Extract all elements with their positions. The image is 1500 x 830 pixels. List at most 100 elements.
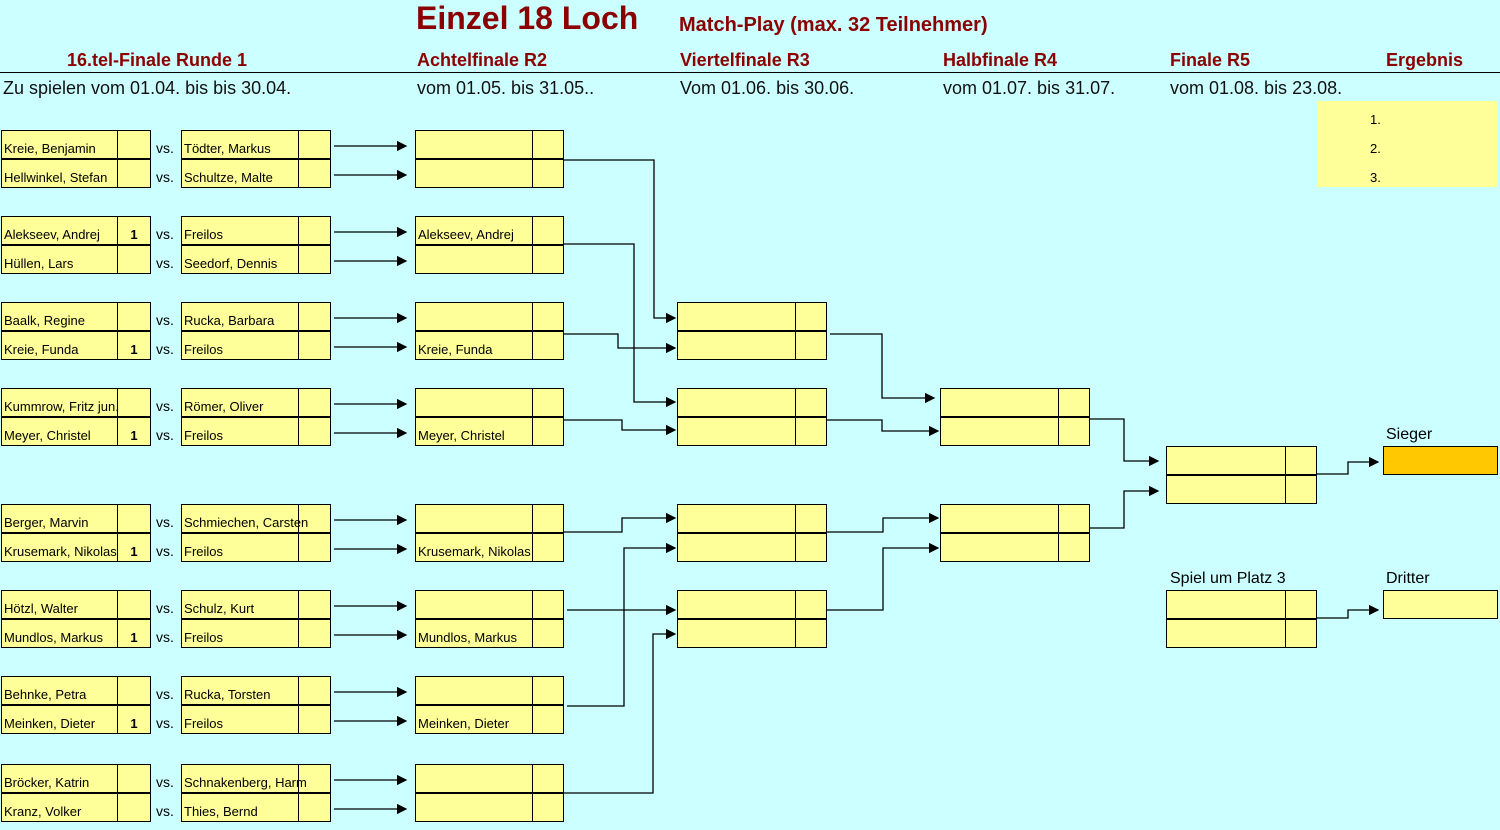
round2-slot-score[interactable] [532,793,564,822]
round3-slot-name[interactable] [677,533,796,562]
round2-slot-score[interactable] [532,159,564,188]
round4-slot-score[interactable] [1058,388,1090,417]
round2-slot-score[interactable] [532,130,564,159]
player2-score[interactable] [298,793,331,822]
player2-name[interactable]: Freilos [181,417,299,446]
round3-slot-score[interactable] [795,619,827,648]
player1-score[interactable] [117,764,151,793]
round3-slot-name[interactable] [677,619,796,648]
round4-slot-name[interactable] [940,504,1059,533]
final-slot-score[interactable] [1285,475,1317,504]
round3-slot-score[interactable] [795,331,827,360]
round3-slot-score[interactable] [795,504,827,533]
player1-name[interactable]: Kranz, Volker [1,793,118,822]
player2-name[interactable]: Schultze, Malte [181,159,299,188]
third-cell[interactable] [1383,590,1498,619]
round3-slot-score[interactable] [795,417,827,446]
player1-name[interactable]: Meinken, Dieter [1,705,118,734]
round3-slot-name[interactable] [677,417,796,446]
player2-name[interactable]: Tödter, Markus [181,130,299,159]
player2-name[interactable]: Schnakenberg, Harm [181,764,307,793]
player1-name[interactable]: Baalk, Regine [1,302,118,331]
player2-score[interactable] [298,705,331,734]
player2-score[interactable] [298,764,331,793]
round2-slot-name[interactable]: Meyer, Christel [415,417,533,446]
player1-score[interactable]: 1 [117,619,151,648]
round4-slot-name[interactable] [940,417,1059,446]
player2-name[interactable]: Rucka, Barbara [181,302,299,331]
round3-slot-score[interactable] [795,388,827,417]
player1-name[interactable]: Krusemark, Nikolas [1,533,118,562]
final-slot-score[interactable] [1285,446,1317,475]
round2-slot-score[interactable] [532,590,564,619]
round2-slot-score[interactable] [532,619,564,648]
round2-slot-score[interactable] [532,504,564,533]
player1-score[interactable] [117,130,151,159]
round2-slot-name[interactable] [415,245,533,274]
player2-name[interactable]: Thies, Bernd [181,793,299,822]
player2-name[interactable]: Freilos [181,533,299,562]
player1-score[interactable]: 1 [117,331,151,360]
third-place-slot-score[interactable] [1285,619,1317,648]
player2-name[interactable]: Freilos [181,331,299,360]
round2-slot-score[interactable] [532,533,564,562]
player1-score[interactable] [117,302,151,331]
player1-score[interactable] [117,388,151,417]
player1-name[interactable]: Bröcker, Katrin [1,764,118,793]
round4-slot-name[interactable] [940,533,1059,562]
player1-name[interactable]: Kummrow, Fritz jun. [1,388,119,417]
round2-slot-score[interactable] [532,705,564,734]
player2-score[interactable] [298,676,331,705]
round4-slot-score[interactable] [1058,504,1090,533]
round2-slot-name[interactable] [415,764,533,793]
round2-slot-score[interactable] [532,676,564,705]
player1-name[interactable]: Behnke, Petra [1,676,118,705]
round2-slot-name[interactable] [415,130,533,159]
player2-name[interactable]: Seedorf, Dennis [181,245,299,274]
player1-name[interactable]: Hötzl, Walter [1,590,118,619]
player2-score[interactable] [298,245,331,274]
round3-slot-name[interactable] [677,302,796,331]
player2-score[interactable] [298,388,331,417]
round3-slot-name[interactable] [677,504,796,533]
round2-slot-name[interactable] [415,504,533,533]
player1-name[interactable]: Meyer, Christel [1,417,118,446]
player1-score[interactable]: 1 [117,533,151,562]
player1-name[interactable]: Kreie, Funda [1,331,118,360]
round3-slot-score[interactable] [795,590,827,619]
round2-slot-name[interactable]: Alekseev, Andrej [415,216,533,245]
player1-score[interactable] [117,245,151,274]
round2-slot-score[interactable] [532,764,564,793]
player1-name[interactable]: Mundlos, Markus [1,619,118,648]
player1-name[interactable]: Berger, Marvin [1,504,118,533]
player1-score[interactable] [117,676,151,705]
round3-slot-score[interactable] [795,533,827,562]
round2-slot-name[interactable]: Kreie, Funda [415,331,533,360]
round2-slot-score[interactable] [532,216,564,245]
final-slot-name[interactable] [1166,475,1286,504]
player2-score[interactable] [298,504,331,533]
round2-slot-score[interactable] [532,302,564,331]
round2-slot-name[interactable]: Mundlos, Markus [415,619,533,648]
player2-name[interactable]: Freilos [181,216,299,245]
round2-slot-name[interactable] [415,590,533,619]
round2-slot-name[interactable] [415,302,533,331]
player2-score[interactable] [298,159,331,188]
round3-slot-score[interactable] [795,302,827,331]
player2-score[interactable] [298,302,331,331]
final-slot-name[interactable] [1166,446,1286,475]
player2-score[interactable] [298,331,331,360]
round2-slot-score[interactable] [532,331,564,360]
third-place-slot-name[interactable] [1166,619,1286,648]
player1-name[interactable]: Hellwinkel, Stefan [1,159,118,188]
player2-score[interactable] [298,590,331,619]
player1-name[interactable]: Hüllen, Lars [1,245,118,274]
round2-slot-name[interactable] [415,388,533,417]
player1-name[interactable]: Kreie, Benjamin [1,130,118,159]
round2-slot-name[interactable] [415,159,533,188]
player2-score[interactable] [298,533,331,562]
round4-slot-name[interactable] [940,388,1059,417]
round2-slot-name[interactable] [415,676,533,705]
third-place-slot-score[interactable] [1285,590,1317,619]
player1-score[interactable] [117,504,151,533]
